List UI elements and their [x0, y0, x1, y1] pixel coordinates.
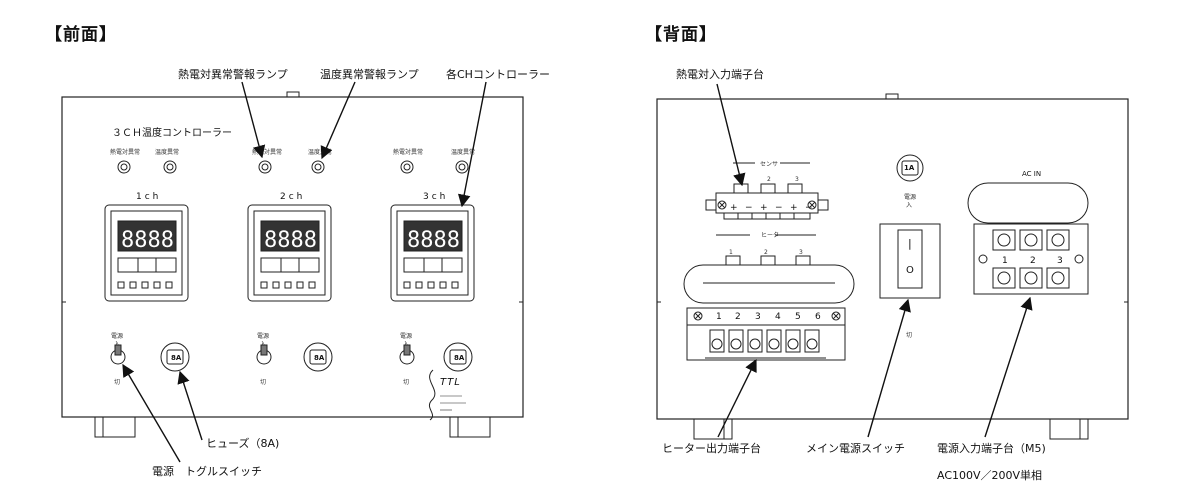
ac-number-2: 2 [1030, 256, 1036, 266]
toggle-label-off-3: 切 [403, 379, 410, 386]
channel-label-3: 3ch [423, 192, 449, 202]
toggle-label-power-1: 電源 [111, 333, 124, 340]
controller-2: 8888 [247, 204, 332, 302]
front-panel [61, 91, 524, 438]
heater-number-1: 1 [729, 249, 733, 256]
toggle-label-off-1: 切 [114, 379, 121, 386]
sensor-number-3: 3 [795, 176, 799, 183]
svg-text:8888: 8888 [264, 228, 317, 253]
heater-terminal-number-3: 3 [755, 312, 761, 322]
heater-terminal-number-2: 2 [735, 312, 741, 322]
lamp-label-tc-1: 熱電対異常 [110, 149, 141, 156]
lamp-label-temp-2: 温度異常 [308, 149, 333, 156]
heater-cable-port [683, 264, 855, 304]
channel-label-2: 2ch [280, 192, 306, 202]
fuse-rating-2: 8A [314, 354, 325, 362]
front-arrows [122, 81, 487, 463]
sensor-terminal-1: + [730, 203, 738, 213]
callout-tc-terminal: 熱電対入力端子台 [676, 68, 764, 81]
toggle-label-power-3: 電源 [400, 333, 413, 340]
heater-terminal-number-1: 1 [716, 312, 722, 322]
lamp-label-temp-3: 温度異常 [451, 149, 476, 156]
sensor-terminal-3: + [760, 203, 768, 213]
main-power-switch [879, 223, 941, 299]
switch-off-label: 切 [906, 332, 913, 339]
front-title: 【前面】 [45, 25, 117, 45]
heater-label: ヒータ [761, 232, 780, 239]
lamp-label-tc-2: 熱電対異常 [252, 149, 283, 156]
svg-text:8888: 8888 [407, 228, 460, 253]
callout-power-spec: AC100V／200V単相 [937, 469, 1043, 482]
sensor-terminal-block [705, 162, 829, 220]
rear-foot-right [1049, 418, 1089, 440]
front-foot-right [449, 416, 491, 438]
heater-terminal-number-4: 4 [775, 312, 781, 322]
callout-main-switch: メイン電源スイッチ [806, 442, 905, 455]
fuse-rating-1: 8A [171, 354, 182, 362]
rear-arrows [716, 83, 1033, 438]
ac-number-3: 3 [1057, 256, 1063, 266]
front-foot-left [94, 416, 136, 438]
rear-power-on-label: 入 [906, 202, 913, 209]
sensor-terminal-2: − [745, 203, 753, 213]
heater-terminal-number-5: 5 [795, 312, 801, 322]
switch-mark-on: | [908, 237, 912, 250]
heater-terminal-number-6: 6 [815, 312, 821, 322]
callout-heater-terminal: ヒーター出力端子台 [662, 442, 761, 455]
ac-power-section [967, 182, 1089, 295]
channel-label-1: 1ch [136, 192, 162, 202]
rear-fuse-rating: 1A [904, 164, 915, 172]
rear-title: 【背面】 [645, 25, 717, 45]
heater-section [683, 234, 855, 361]
toggle-label-off-2: 切 [260, 379, 267, 386]
ac-cable-port [967, 182, 1089, 224]
ac-terminal-block [973, 223, 1089, 295]
lamp-label-temp-1: 温度異常 [155, 149, 180, 156]
callout-fuse: ヒューズ（8A) [206, 437, 280, 450]
ac-in-label: AC IN [1022, 170, 1042, 178]
alarm-lamps [117, 160, 469, 174]
callout-power-terminal: 電源入力端子台（M5) [937, 442, 1046, 455]
controller-3: 8888 [390, 204, 475, 302]
logo-text: TTL [440, 377, 461, 388]
callout-power-toggle: 電源 トグルスイッチ [152, 465, 262, 478]
rear-power-label: 電源 [904, 194, 917, 201]
rear-fuse [896, 154, 924, 182]
heater-terminal-block [686, 307, 846, 361]
toggle-switches [110, 344, 415, 365]
sensor-terminal-4: − [775, 203, 783, 213]
rear-panel [656, 93, 1129, 440]
heater-number-3: 3 [799, 249, 803, 256]
svg-text:8888: 8888 [121, 228, 174, 253]
sensor-label: センサ [760, 161, 779, 168]
lamp-label-tc-3: 熱電対異常 [393, 149, 424, 156]
logo-mark [428, 369, 436, 421]
switch-mark-off: O [906, 265, 914, 276]
sensor-number-2: 2 [767, 176, 771, 183]
callout-controllers: 各CHコントローラー [446, 68, 550, 81]
callout-temp-lamp: 温度異常警報ランプ [320, 68, 419, 81]
controller-1: 8888 [104, 204, 189, 302]
fuse-holders [160, 342, 473, 372]
panel-label: ３ＣＨ温度コントローラー [112, 128, 232, 139]
sensor-terminal-5: + [790, 203, 798, 213]
toggle-label-power-2: 電源 [257, 333, 270, 340]
callout-thermocouple-lamp: 熱電対異常警報ランプ [178, 68, 288, 81]
fuse-rating-3: 8A [454, 354, 465, 362]
heater-number-2: 2 [764, 249, 768, 256]
ac-number-1: 1 [1002, 256, 1008, 266]
rear-foot-left [693, 418, 733, 440]
